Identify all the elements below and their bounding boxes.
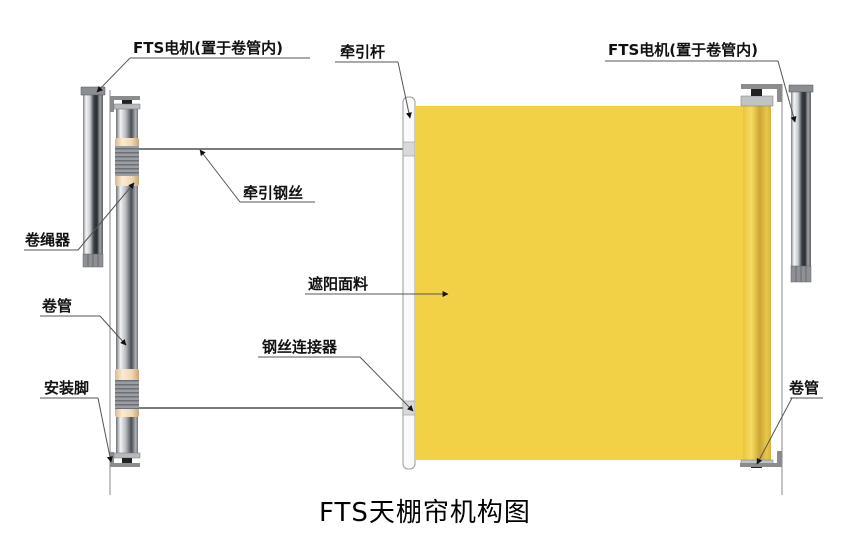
label-pull-wire: 牵引钢丝 xyxy=(243,184,304,202)
right-top-bracket xyxy=(741,84,782,102)
label-motor-left: FTS电机(置于卷管内) xyxy=(133,39,283,57)
left-motor-tube xyxy=(80,86,106,268)
shade-fabric xyxy=(415,106,745,460)
left-roller-tube xyxy=(113,103,141,465)
label-roller-tube-left: 卷管 xyxy=(42,297,73,315)
label-rope-winder: 卷绳器 xyxy=(25,231,71,249)
label-fabric: 遮阳面料 xyxy=(308,275,369,293)
label-wire-connector: 钢丝连接器 xyxy=(262,338,338,356)
diagram-title: FTS天棚帘机构图 xyxy=(319,498,531,528)
right-roller-tube xyxy=(740,88,774,468)
label-mount-foot: 安装脚 xyxy=(44,379,90,397)
right-mount-foot xyxy=(740,451,782,467)
label-pull-rod: 牵引杆 xyxy=(340,43,386,61)
label-roller-tube-right: 卷管 xyxy=(789,379,820,397)
label-motor-right: FTS电机(置于卷管内) xyxy=(608,41,758,59)
pull-rod xyxy=(402,96,416,470)
left-mount-foot xyxy=(110,452,140,467)
left-top-bracket xyxy=(110,96,140,112)
right-motor-tube xyxy=(788,84,814,283)
